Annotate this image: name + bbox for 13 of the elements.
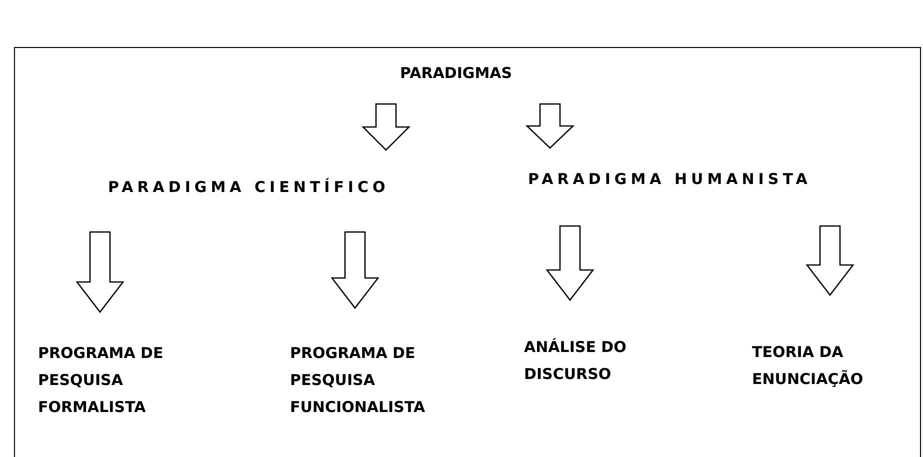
concept-label: PARADIGMAS	[400, 63, 514, 84]
block-arrow	[330, 231, 380, 310]
concept-label: PROGRAMA DE PESQUISA FUNCIONALISTA	[290, 343, 426, 418]
block-arrow	[525, 103, 575, 149]
block-arrow	[806, 225, 854, 296]
block-arrow	[546, 225, 594, 302]
block-arrow	[76, 231, 124, 314]
concept-label: ANÁLISE DO DISCURSO	[524, 337, 628, 385]
concept-label: TEORIA DA ENUNCIAÇÃO	[752, 342, 864, 390]
concept-label: PROGRAMA DE PESQUISA FORMALISTA	[38, 343, 164, 418]
concept-label: PARADIGMA CIENTÍFICO	[108, 177, 390, 198]
concept-label: PARADIGMA HUMANISTA	[528, 169, 812, 190]
block-arrow	[361, 103, 411, 151]
